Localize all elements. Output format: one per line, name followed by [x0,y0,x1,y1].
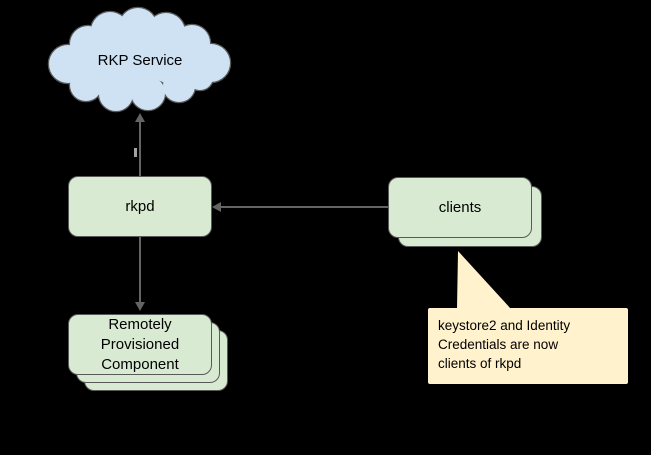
rkpd-label: rkpd [125,198,155,215]
rkp-service-label: RKP Service [97,52,183,69]
rpc-label: Remotely Provisioned Component [69,315,211,374]
callout-line-3: clients of rkpd [438,356,522,371]
arrow-left-icon [212,202,221,212]
connector-clients-to-rkpd [220,206,388,208]
arrow-down-icon [135,302,145,311]
node-clients: clients [388,177,542,248]
callout-tail [457,251,511,309]
node-remotely-provisioned-component: Remotely Provisioned Component [68,314,229,392]
node-rkpd: rkpd [68,176,212,237]
rpc-label-line-2: Provisioned [100,335,180,353]
connector-rkpd-to-rkp-service [139,121,141,176]
callout-line-1: keystore2 and Identity [438,318,571,333]
rpc-label-line-3: Component [101,355,179,373]
connector-midpoint-tick [134,148,137,157]
node-rkp-service: RKP Service [42,6,238,116]
callout-note: keystore2 and Identity Credentials are n… [428,308,628,384]
rpc-stack-front: Remotely Provisioned Component [68,314,212,375]
clients-label: clients [438,199,482,216]
rpc-label-line-1: Remotely [108,315,172,333]
connector-rkpd-to-rpc [139,237,141,303]
clients-stack-front: clients [388,177,532,238]
arrow-up-icon [135,113,145,122]
callout-line-2: Credentials are now [438,337,559,352]
